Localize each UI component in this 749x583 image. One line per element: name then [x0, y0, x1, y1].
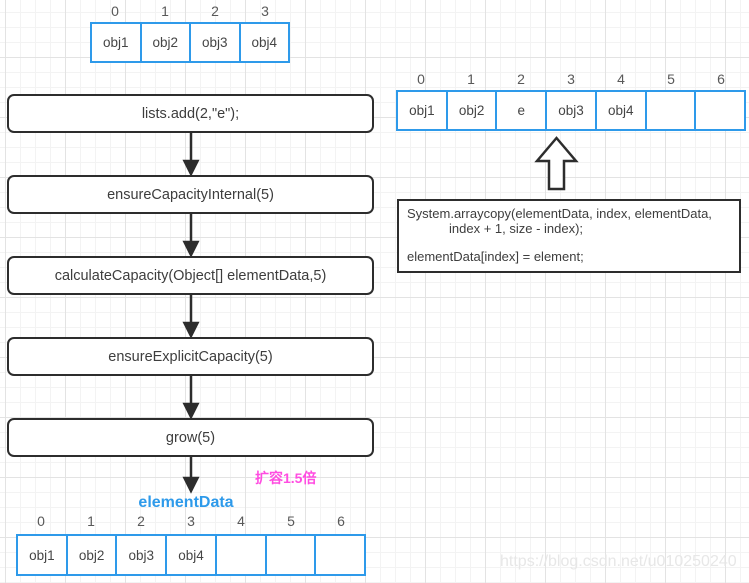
index-label: 1 — [87, 513, 95, 529]
index-label: 6 — [337, 513, 345, 529]
flow-box-ensure-capacity-internal: ensureCapacityInternal(5) — [7, 175, 374, 214]
flow-box-label: grow(5) — [165, 429, 216, 446]
down-arrow-icon — [182, 133, 200, 177]
array-cell: obj2 — [139, 24, 190, 61]
flow-box-ensure-explicit-capacity: ensureExplicitCapacity(5) — [7, 337, 374, 376]
watermark: https://blog.csdn.net/u010250240 — [500, 553, 737, 570]
index-label: 2 — [137, 513, 145, 529]
index-label: 6 — [717, 71, 725, 87]
grown-array-indices: 0 1 2 3 4 5 6 — [16, 512, 366, 530]
index-label: 5 — [287, 513, 295, 529]
array-cell: obj3 — [115, 536, 165, 574]
code-line: elementData[index] = element; — [407, 249, 584, 264]
array-cell — [264, 536, 315, 574]
code-line-gap — [407, 236, 731, 250]
index-label: 3 — [567, 71, 575, 87]
block-arrow-up-icon — [534, 136, 579, 191]
flow-box-add: lists.add(2,"e"); — [7, 94, 374, 133]
initial-array: obj1 obj2 obj3 obj4 — [90, 22, 290, 63]
down-arrow-icon — [182, 457, 200, 494]
array-cell: obj1 — [409, 103, 435, 118]
array-cell: obj4 — [594, 92, 645, 129]
flow-box-label: ensureCapacityInternal(5) — [107, 186, 274, 203]
array-cell: obj2 — [445, 92, 496, 129]
index-label: 0 — [37, 513, 45, 529]
array-cell: obj4 — [238, 24, 289, 61]
grow-note: 扩容1.5倍 — [255, 470, 317, 486]
index-label: 4 — [237, 513, 245, 529]
index-label: 1 — [161, 3, 169, 19]
grown-array: obj1 obj2 obj3 obj4 — [16, 534, 366, 576]
index-label: 1 — [467, 71, 475, 87]
after-insert-array-indices: 0 1 2 3 4 5 6 — [396, 70, 746, 88]
array-cell: obj1 — [29, 547, 55, 563]
array-cell — [694, 92, 744, 129]
array-name-label: elementData — [138, 494, 234, 511]
code-box: System.arraycopy(elementData, index, ele… — [397, 199, 741, 273]
array-cell: obj3 — [189, 24, 239, 61]
flow-box-calculate-capacity: calculateCapacity(Object[] elementData,5… — [7, 256, 374, 295]
flow-box-grow: grow(5) — [7, 418, 374, 457]
after-insert-array: obj1 obj2 e obj3 obj4 — [396, 90, 746, 131]
array-cell — [644, 92, 695, 129]
index-label: 5 — [667, 71, 675, 87]
index-label: 2 — [211, 3, 219, 19]
initial-array-indices: 0 1 2 3 — [90, 2, 290, 20]
index-label: 0 — [111, 3, 119, 19]
code-line: index + 1, size - index); — [449, 220, 584, 236]
flow-box-label: calculateCapacity(Object[] elementData,5… — [54, 267, 327, 284]
index-label: 3 — [261, 3, 269, 19]
flow-box-label: lists.add(2,"e"); — [141, 105, 240, 122]
code-line: System.arraycopy(elementData, index, ele… — [407, 206, 712, 221]
array-cell: obj1 — [102, 35, 129, 50]
index-label: 2 — [517, 71, 525, 87]
index-label: 0 — [417, 71, 425, 87]
flow-box-label: ensureExplicitCapacity(5) — [108, 348, 273, 365]
index-label: 3 — [187, 513, 195, 529]
index-label: 4 — [617, 71, 625, 87]
array-cell: e — [495, 92, 545, 129]
array-cell — [214, 536, 265, 574]
down-arrow-icon — [182, 295, 200, 339]
down-arrow-icon — [182, 214, 200, 258]
array-cell — [314, 536, 364, 574]
array-cell: obj3 — [545, 92, 595, 129]
array-cell: obj2 — [65, 536, 116, 574]
array-cell: obj4 — [165, 536, 215, 574]
down-arrow-icon — [182, 376, 200, 420]
